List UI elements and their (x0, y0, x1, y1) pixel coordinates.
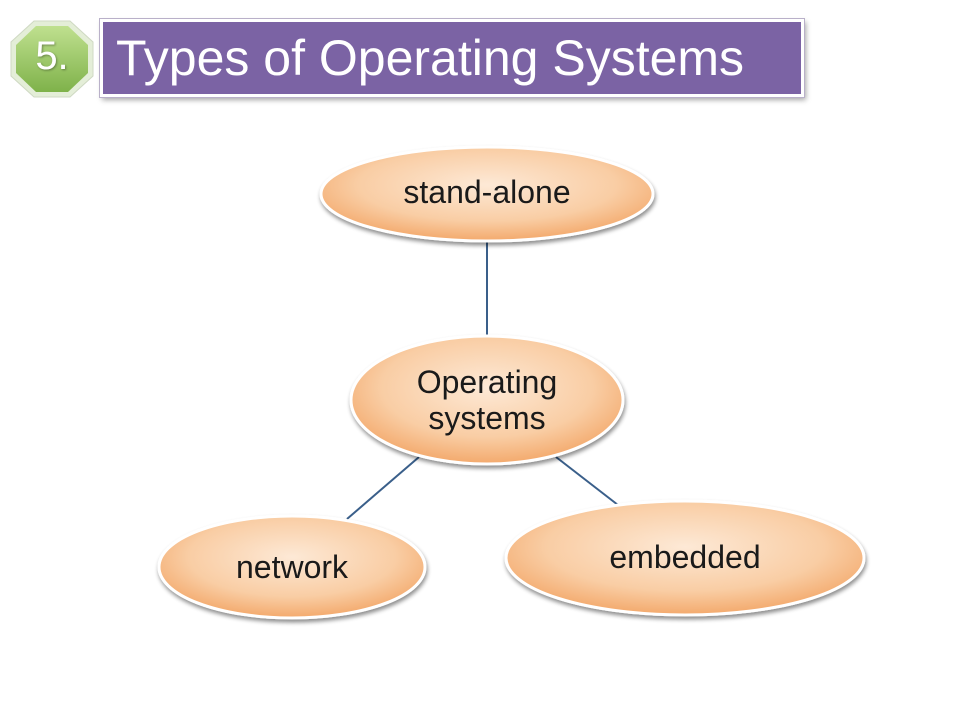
node-label-stand-alone: stand-alone (403, 174, 571, 210)
section-number: 5. (35, 33, 69, 78)
node-label-embedded: embedded (609, 539, 761, 575)
node-label-network: network (235, 549, 349, 585)
node-label-operating-systems: Operating systems (416, 364, 558, 436)
connector-embedded (555, 456, 619, 506)
title-bar (100, 19, 804, 97)
node-embedded (504, 499, 866, 617)
connector-network (346, 456, 420, 520)
slide-title: Types of Operating Systems (116, 30, 745, 86)
node-network (157, 514, 427, 620)
section-number-badge (10, 20, 94, 98)
node-stand-alone (319, 145, 655, 243)
node-operating-systems (349, 334, 625, 466)
